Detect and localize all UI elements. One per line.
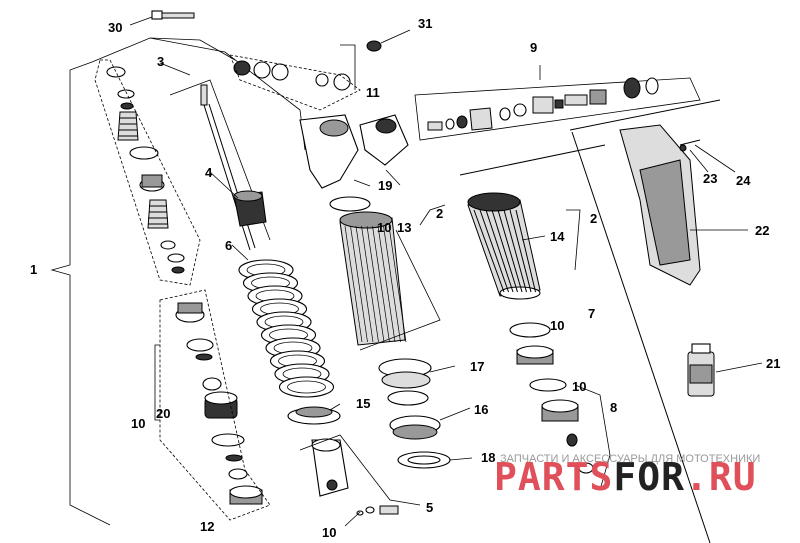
callout-16: 16 xyxy=(474,402,488,417)
callout-11: 11 xyxy=(366,85,380,100)
callout-10e: 10 xyxy=(322,525,336,540)
cylinder-rib xyxy=(344,225,363,343)
part-6-spring xyxy=(238,259,335,398)
callout-10b: 10 xyxy=(550,318,564,333)
callout-5: 5 xyxy=(426,500,433,515)
leader-lines xyxy=(159,62,581,527)
callout-labels: 30 31 9 3 11 4 19 23 24 2 2 10 13 22 6 1… xyxy=(30,16,780,540)
reservoir-rib xyxy=(479,209,509,293)
part-5-clevis xyxy=(299,434,421,516)
part-30-bolt xyxy=(129,10,195,26)
part-17-lock-ring xyxy=(378,358,432,406)
callout-19: 19 xyxy=(378,178,392,193)
cylinder-rib xyxy=(388,225,407,343)
callout-2b: 2 xyxy=(590,211,597,226)
reservoir-rib xyxy=(473,209,505,293)
top-mount-hardware xyxy=(229,44,361,111)
callout-18: 18 xyxy=(481,450,495,465)
part-4-bump-stop xyxy=(233,190,267,227)
callout-21: 21 xyxy=(766,356,780,371)
reservoir-rib xyxy=(503,209,527,293)
callout-13: 13 xyxy=(397,220,411,235)
callout-15: 15 xyxy=(356,396,370,411)
part-3-shaft xyxy=(169,79,271,251)
callout-20: 20 xyxy=(156,406,170,421)
callout-23: 23 xyxy=(703,171,717,186)
callout-7: 7 xyxy=(588,306,595,321)
callout-2a: 2 xyxy=(436,206,443,221)
callout-10a: 10 xyxy=(377,220,391,235)
lower-left-stack xyxy=(154,289,271,521)
spring-coil-inner xyxy=(287,380,326,394)
part-31-nut xyxy=(366,29,411,52)
cylinder-rib xyxy=(361,225,379,343)
callout-24: 24 xyxy=(736,173,751,188)
cylinder-rib xyxy=(355,225,374,343)
part-15-seat xyxy=(287,406,341,425)
left-valve-stack xyxy=(94,59,201,286)
callout-10d: 10 xyxy=(131,416,145,431)
callout-17: 17 xyxy=(470,359,484,374)
callout-4: 4 xyxy=(205,165,213,180)
watermark-tagline: ЗАПЧАСТИ И АКСЕССУАРЫ ДЛЯ МОТОТЕХНИКИ xyxy=(500,453,760,465)
cylinder-rib xyxy=(372,225,390,343)
callout-9: 9 xyxy=(530,40,537,55)
part-21-bottle xyxy=(687,343,763,397)
callout-30: 30 xyxy=(108,20,122,35)
callout-10c: 10 xyxy=(572,379,586,394)
watermark-logo-for: FOR xyxy=(613,455,685,499)
cylinder-rib xyxy=(350,225,368,343)
part-22-mudguard xyxy=(619,124,748,286)
part-16-lock-ring xyxy=(389,415,441,440)
reservoir-rib xyxy=(497,209,523,293)
reservoir-rib xyxy=(515,209,536,293)
part-23-24-screws xyxy=(679,139,736,173)
callout-31: 31 xyxy=(418,16,432,31)
callout-14: 14 xyxy=(550,229,565,244)
cylinder-rib xyxy=(377,225,396,343)
part-9-adjuster-assembly xyxy=(414,65,701,141)
watermark: ЗАПЧАСТИ И АКСЕССУАРЫ ДЛЯ МОТОТЕХНИКИ PA… xyxy=(494,453,760,499)
reservoir-rib xyxy=(509,209,532,293)
watermark-logo-parts: PARTS xyxy=(494,455,613,499)
watermark-logo-ru: .RU xyxy=(685,455,757,499)
watermark-logo: PARTSFOR.RU xyxy=(494,455,757,499)
part-19-shock-body-head xyxy=(299,114,409,189)
callout-6: 6 xyxy=(225,238,232,253)
callout-22: 22 xyxy=(755,223,769,238)
cylinder-rib xyxy=(366,225,385,343)
part-18-washer xyxy=(397,451,451,469)
callout-1: 1 xyxy=(30,262,37,277)
right-seal-stack xyxy=(509,322,611,491)
callout-8: 8 xyxy=(610,400,617,415)
section-dividers xyxy=(459,99,721,543)
cylinder-rib xyxy=(383,225,401,343)
part-13-body-cylinder xyxy=(329,196,407,346)
callout-3: 3 xyxy=(157,54,164,69)
part-14-reservoir xyxy=(467,192,541,300)
callout-12: 12 xyxy=(200,519,214,534)
reservoir-rib xyxy=(491,209,518,293)
reservoir-rib xyxy=(485,209,514,293)
